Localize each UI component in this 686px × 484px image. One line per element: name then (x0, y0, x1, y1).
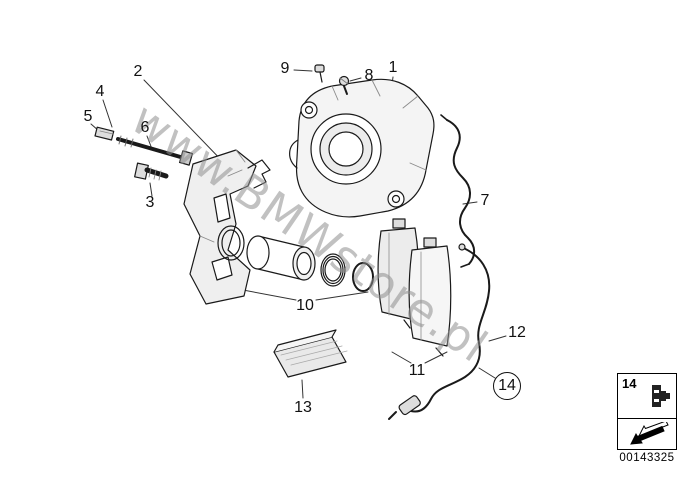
retaining-spring-drawing (440, 114, 476, 268)
paste-packet-drawing (273, 329, 348, 378)
legend-part-number: 14 (622, 376, 637, 391)
bushing-drawing (94, 126, 115, 141)
part-label-1[interactable]: 1 (388, 59, 398, 76)
part-label-4[interactable]: 4 (95, 83, 105, 100)
legend-box: 14 (617, 373, 677, 450)
wear-sensor-drawing (388, 243, 491, 420)
part-label-5[interactable]: 5 (83, 108, 93, 125)
part-label-6[interactable]: 6 (140, 119, 150, 136)
arrow-icon (630, 422, 669, 445)
caliper-housing-drawing (289, 78, 435, 218)
part-label-14[interactable]: 14 (493, 372, 521, 400)
piston-seals-drawing (217, 225, 374, 292)
part-label-7[interactable]: 7 (480, 192, 490, 209)
legend-arrow-cell[interactable] (617, 419, 677, 450)
doc-number: 00143325 (619, 452, 675, 464)
bleeder-screw-drawing (338, 75, 350, 95)
part-label-8[interactable]: 8 (364, 67, 374, 84)
part-label-12[interactable]: 12 (508, 324, 526, 341)
part-label-9[interactable]: 9 (280, 60, 290, 77)
guide-bolt-drawing (116, 135, 194, 166)
bleeder-cap-drawing (314, 64, 325, 83)
legend-part-14[interactable]: 14 (617, 373, 677, 419)
part-label-11[interactable]: 11 (408, 362, 426, 379)
bolt-drawing (134, 162, 169, 181)
sensor-connector-icon (652, 385, 670, 407)
carrier-bracket-drawing (183, 149, 271, 305)
leader-lines (90, 69, 507, 399)
brake-pads-drawing (377, 218, 452, 357)
part-label-3[interactable]: 3 (145, 194, 155, 211)
part-label-13[interactable]: 13 (294, 399, 312, 416)
part-label-2[interactable]: 2 (133, 63, 143, 80)
part-label-10[interactable]: 10 (296, 297, 314, 314)
